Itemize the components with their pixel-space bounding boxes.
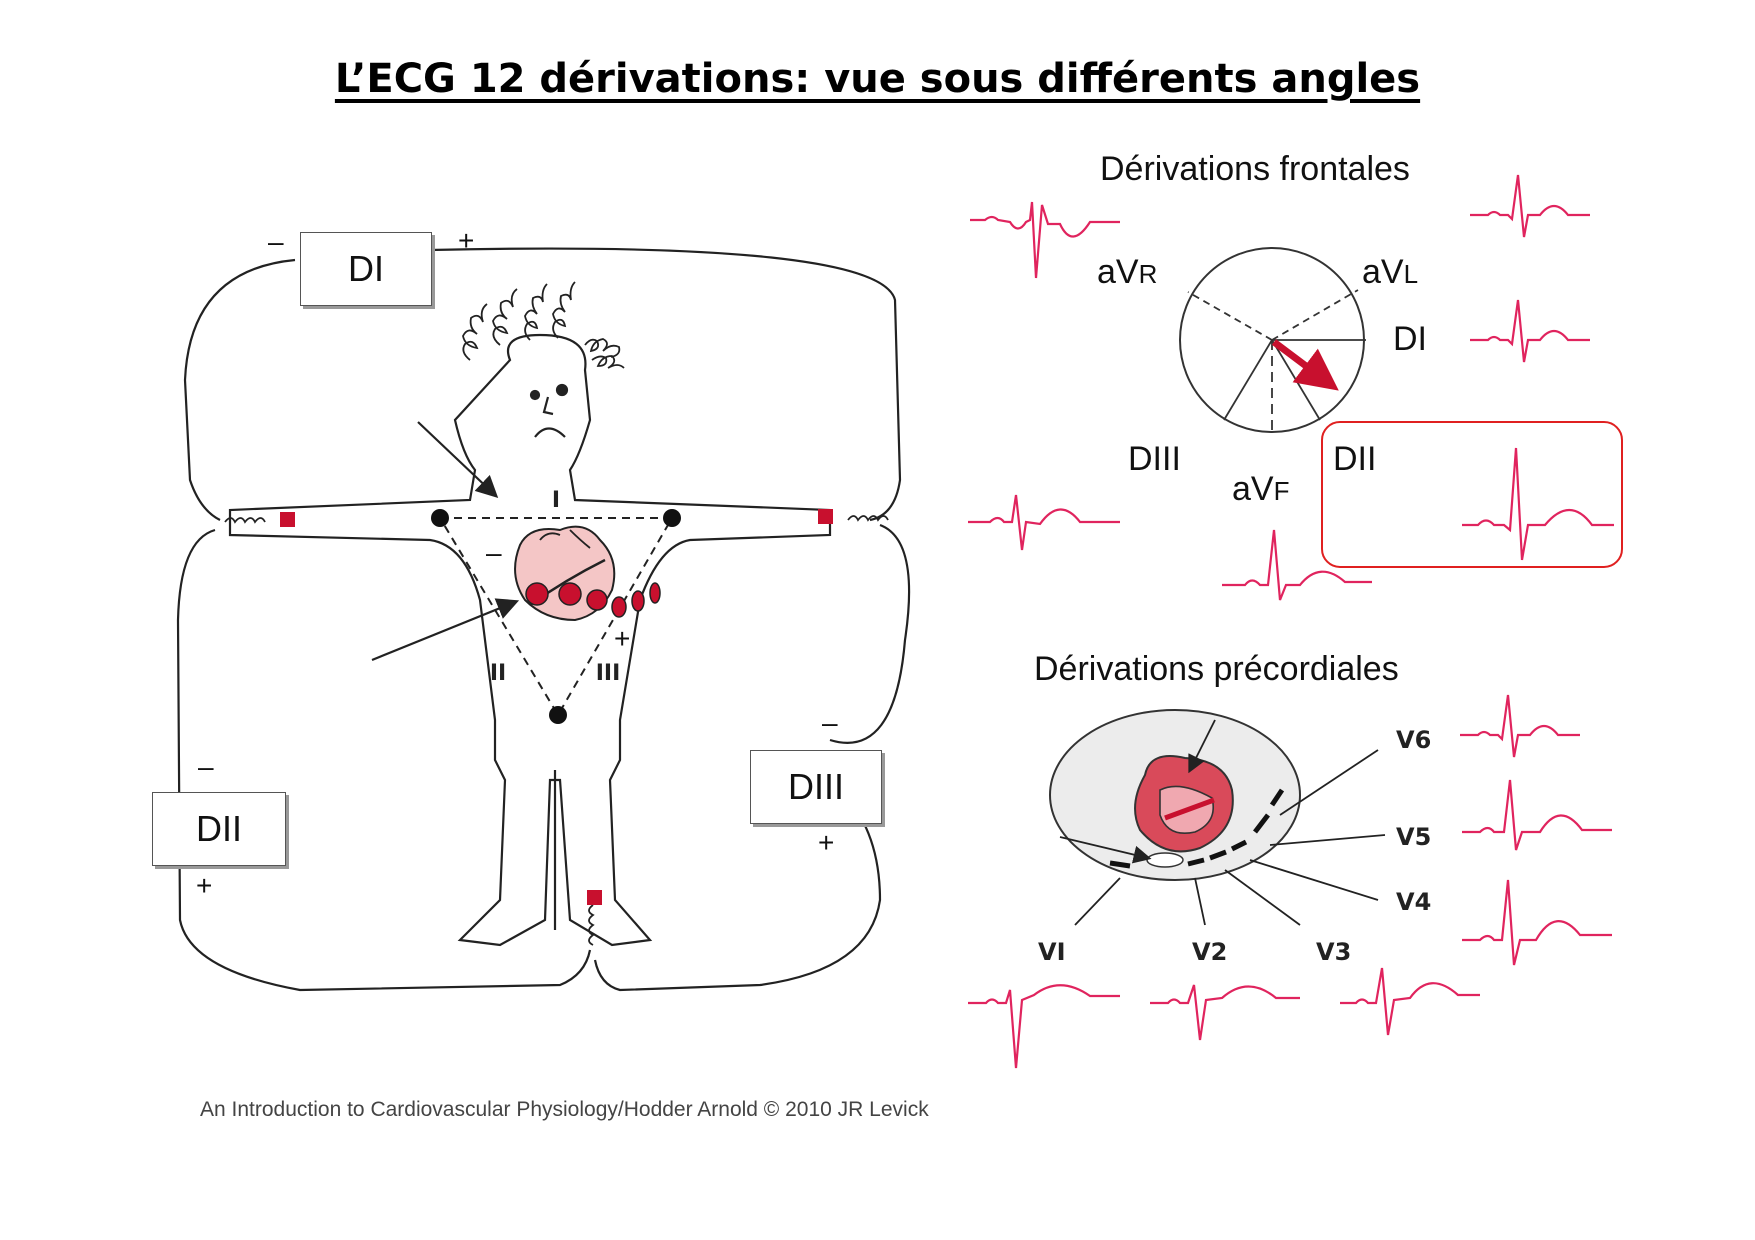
- dii-highlight-box: [1321, 421, 1623, 568]
- ecg-trace-v1: [968, 984, 1120, 1069]
- label-v3: V3: [1316, 938, 1351, 966]
- label-diii: DIII: [1128, 440, 1181, 478]
- lead-box-di: DI: [300, 232, 432, 306]
- triangle-label-iii: III: [596, 661, 621, 686]
- label-dii: DII: [1333, 440, 1376, 478]
- label-v2: V2: [1192, 938, 1227, 966]
- label-avf: aVF: [1232, 470, 1289, 508]
- frontal-heading: Dérivations frontales: [1100, 150, 1410, 188]
- minus-sign: –: [486, 537, 502, 568]
- ecg-trace-di: [1468, 298, 1592, 364]
- triangle-label-i: I: [552, 488, 560, 513]
- lead-box-diii: DIII: [750, 750, 882, 824]
- ecg-trace-diii: [968, 494, 1120, 551]
- electrodes: [280, 509, 833, 905]
- label-avr: aVR: [1097, 253, 1157, 291]
- ecg-trace-avr: [970, 201, 1120, 279]
- ecg-trace-dii: [1462, 447, 1614, 561]
- page-title: L’ECG 12 dérivations: vue sous différent…: [334, 56, 1421, 102]
- plus-sign: +: [614, 623, 630, 654]
- label-v5: V5: [1396, 823, 1431, 851]
- label-di: DI: [1393, 320, 1427, 358]
- heart-illustration: [514, 525, 661, 622]
- label-v1: VI: [1038, 938, 1066, 966]
- electrode-right-arm: [280, 512, 295, 527]
- electrode-leg: [587, 890, 602, 905]
- ecg-trace-v3: [1340, 967, 1480, 1036]
- hexaxial-circle: [1179, 247, 1366, 433]
- ecg-trace-avf: [1222, 529, 1372, 601]
- polarity-signs: – + – + – + – +: [196, 225, 838, 901]
- lead-box-dii: DII: [152, 792, 286, 866]
- ecg-trace-v6: [1458, 693, 1582, 759]
- plus-sign: +: [196, 870, 212, 901]
- body-diagram: [176, 247, 911, 992]
- precordial-heading: Dérivations précordiales: [1034, 650, 1399, 688]
- minus-sign: –: [822, 707, 838, 738]
- minus-sign: –: [268, 226, 284, 257]
- chest-cross-section: [1049, 709, 1386, 926]
- precordial-labels: VI V2 V3 V4 V5 V6: [1038, 726, 1431, 966]
- plus-sign: +: [818, 827, 834, 858]
- ecg-trace-v5: [1462, 779, 1612, 851]
- electrode-left-arm: [818, 509, 833, 524]
- ecg-trace-v2: [1150, 984, 1300, 1041]
- ecg-trace-v4: [1462, 879, 1612, 966]
- ecg-trace-avl: [1468, 173, 1592, 239]
- triangle-label-ii: II: [490, 661, 506, 686]
- label-v4: V4: [1396, 888, 1431, 916]
- plus-sign: +: [458, 225, 474, 256]
- minus-sign: –: [198, 751, 214, 782]
- label-avl: aVL: [1362, 253, 1418, 291]
- label-v6: V6: [1396, 726, 1431, 754]
- credit-text: An Introduction to Cardiovascular Physio…: [200, 1098, 929, 1121]
